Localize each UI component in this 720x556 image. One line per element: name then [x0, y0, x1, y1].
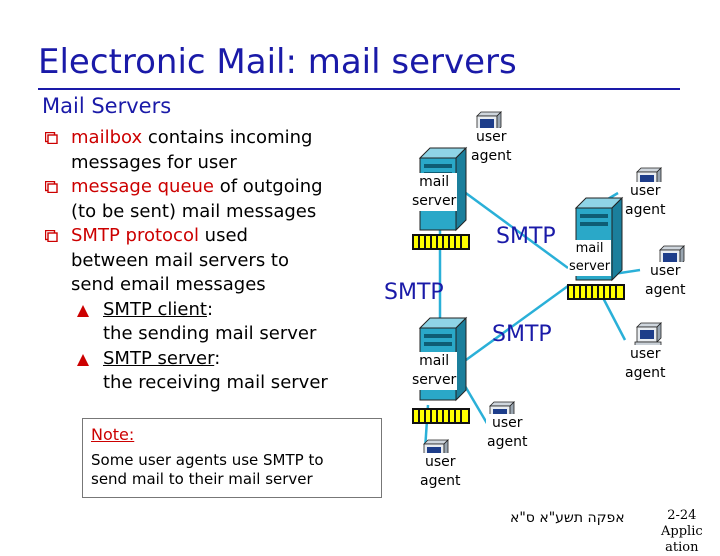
- bullet-marker-icon: [45, 132, 58, 144]
- subbullet-colon: :: [206, 298, 214, 320]
- slide-title: Electronic Mail: mail servers: [38, 42, 517, 82]
- subbullet-term: SMTP server: [103, 347, 215, 369]
- label-line: mail: [419, 353, 450, 369]
- subbullet-colon: :: [214, 347, 221, 369]
- label-line: user: [424, 454, 456, 470]
- slide-number-line: 2-24: [667, 508, 697, 523]
- bullet-list: mailbox contains incoming messages for u…: [45, 126, 375, 396]
- label-line: user: [491, 415, 523, 431]
- smtp-label-top: SMTP: [496, 224, 556, 249]
- note-box: Note: Some user agents use SMTP to send …: [82, 418, 382, 498]
- label-line: agent: [471, 148, 512, 164]
- subbullet-smtp-server: SMTP server: the receiving mail server: [45, 347, 375, 396]
- bullet-text: used: [198, 225, 248, 246]
- label-line: server: [412, 193, 457, 209]
- subheading: Mail Servers: [42, 94, 172, 118]
- note-body: Some user agents use SMTP to send mail t…: [91, 451, 324, 489]
- label-line: user: [629, 346, 661, 362]
- server-left-bottom-label: mail server: [411, 352, 458, 390]
- footer-text: אפקה תשע"א ס"א: [510, 510, 625, 526]
- mail-network-diagram: [412, 111, 685, 466]
- bullet-mailbox: mailbox contains incoming messages for u…: [45, 126, 375, 175]
- label-line: agent: [645, 282, 686, 298]
- slide-number-line: Applic: [661, 524, 703, 539]
- label-line: agent: [487, 434, 528, 450]
- bullet-smtp-protocol: SMTP protocol used between mail servers …: [45, 224, 375, 298]
- title-rule: [38, 88, 680, 90]
- label-line: server: [412, 372, 457, 388]
- smtp-label-left: SMTP: [384, 280, 444, 305]
- slide-number: 2-24 Applic ation: [661, 508, 703, 556]
- slide-number-line: ation: [665, 540, 699, 555]
- label-line: mail: [575, 241, 604, 256]
- label-line: user: [649, 263, 681, 279]
- ua-right-mid-label: user agent: [644, 262, 687, 300]
- ua-right-top-label: user agent: [624, 182, 667, 220]
- subbullet-text: the sending mail server: [103, 323, 317, 344]
- label-line: server: [569, 259, 611, 274]
- label-line: user: [475, 129, 507, 145]
- bullet-text: between mail servers to: [71, 249, 289, 271]
- subbullet-smtp-client: SMTP client: the sending mail server: [45, 298, 375, 347]
- bullet-marker-icon: [45, 230, 58, 242]
- bullet-text: contains incoming: [142, 127, 313, 148]
- ua-top-label: user agent: [470, 128, 513, 166]
- label-line: agent: [625, 365, 666, 381]
- subbullet-text: the receiving mail server: [103, 372, 328, 393]
- label-line: agent: [625, 202, 666, 218]
- note-title: Note:: [91, 425, 135, 444]
- smtp-label-bottom: SMTP: [492, 322, 552, 347]
- bullet-emphasis: SMTP protocol: [71, 225, 199, 246]
- subbullet-term: SMTP client: [103, 298, 207, 320]
- sub-bullet-marker-icon: [77, 353, 89, 366]
- label-line: user: [629, 183, 661, 199]
- bullet-message-queue: message queue of outgoing (to be sent) m…: [45, 175, 375, 224]
- bullet-text: of outgoing: [214, 176, 323, 197]
- bullet-text: (to be sent) mail messages: [71, 200, 317, 222]
- server-right-label: mail server: [568, 240, 612, 276]
- bullet-emphasis: mailbox: [71, 127, 143, 148]
- bullet-marker-icon: [45, 181, 58, 193]
- label-line: mail: [419, 174, 450, 190]
- bullet-emphasis: message queue: [71, 176, 215, 197]
- sub-bullet-marker-icon: [77, 304, 89, 317]
- server-left-top-label: mail server: [411, 173, 458, 211]
- ua-left-bottom-label: user agent: [419, 453, 462, 491]
- ua-center-bottom-label: user agent: [486, 414, 529, 452]
- bullet-text: messages for user: [71, 151, 237, 173]
- note-line: Some user agents use SMTP to: [91, 451, 324, 469]
- bullet-text: send email messages: [71, 274, 266, 295]
- ua-right-bottom-label: user agent: [624, 345, 667, 383]
- label-line: agent: [420, 473, 461, 489]
- note-line: send mail to their mail server: [91, 470, 313, 488]
